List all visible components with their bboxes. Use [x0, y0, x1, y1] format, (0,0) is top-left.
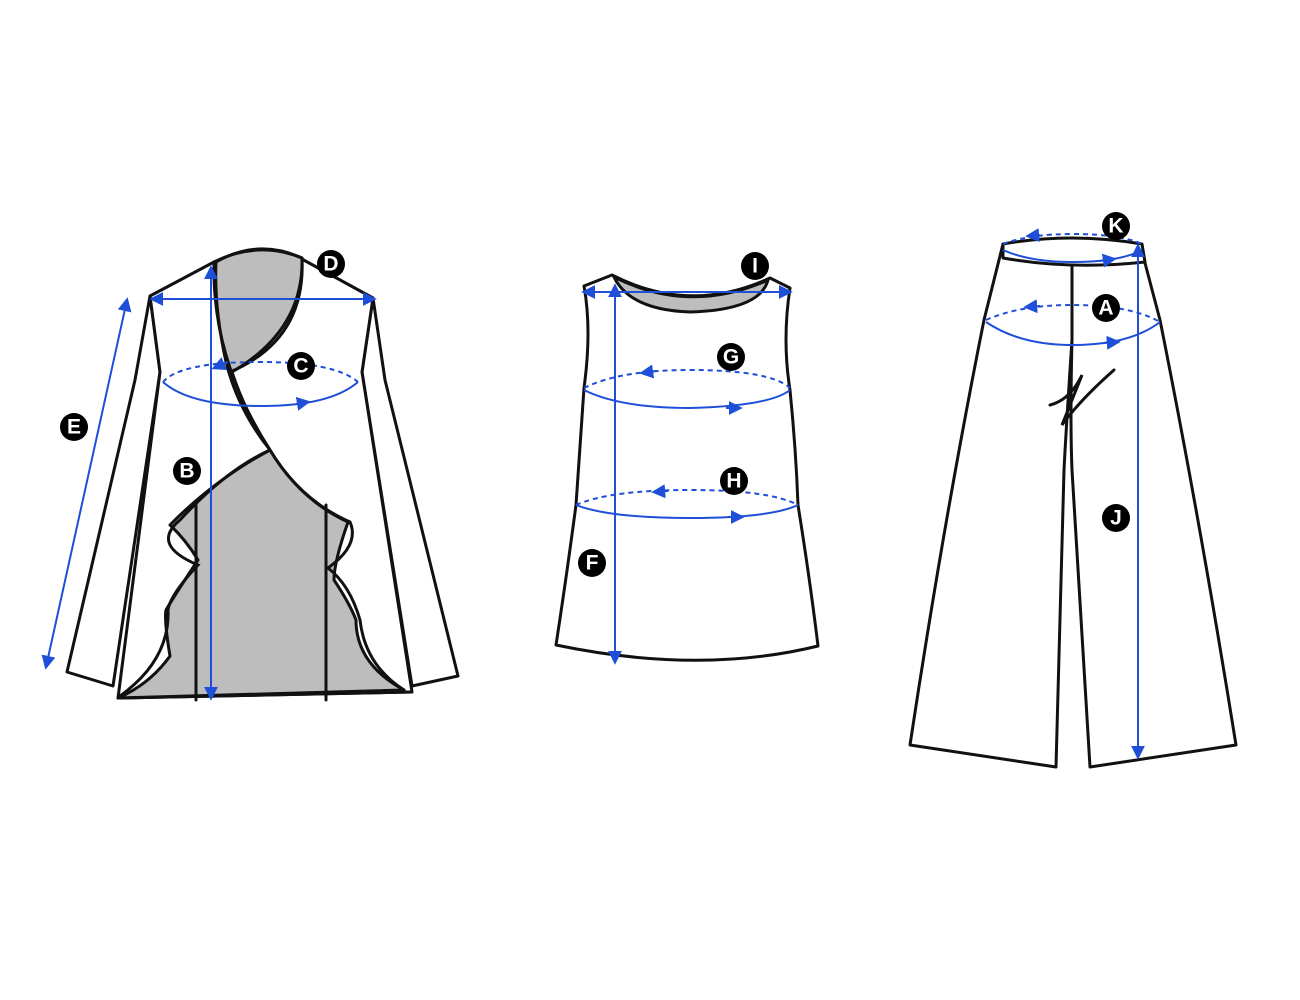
jacket-chest-front-arrowhead [295, 396, 311, 411]
top-drawing [554, 273, 820, 662]
trousers-hip-back-arrowhead [1023, 299, 1041, 314]
badge-i-label: I [752, 255, 758, 278]
top-bust-front-arc [583, 389, 791, 410]
top-bust-back-arc [583, 368, 791, 389]
trousers-hip-front-arrowhead [1103, 335, 1121, 350]
badge-d: D [317, 250, 345, 278]
badge-j: J [1102, 504, 1130, 532]
badge-e-label: E [67, 416, 81, 439]
top-bust-back-arrowhead [639, 364, 657, 379]
top-hem-back-arrowhead [651, 484, 669, 499]
trousers-fly-line [1048, 368, 1116, 426]
badge-h-label: H [726, 470, 741, 493]
badge-d-label: D [323, 253, 338, 276]
jacket-sleeve-length-arrow [41, 297, 132, 670]
jacket-chest-front-arc [162, 381, 359, 408]
top-hem-front-arc [575, 504, 799, 520]
jacket-chest-back-arrowhead [211, 357, 229, 371]
trousers-waist-back-arrowhead [1025, 228, 1041, 243]
trousers-waist-front-arc [1002, 249, 1143, 264]
top-measurements [575, 283, 799, 665]
trousers-drawing [908, 236, 1238, 769]
jacket-measurements [41, 265, 377, 701]
badge-f-label: F [586, 552, 599, 575]
trousers-left-leg [908, 242, 1074, 769]
top-body [554, 273, 820, 662]
badge-e: E [60, 413, 88, 441]
badge-f: F [578, 549, 606, 577]
badge-k: K [1102, 212, 1130, 240]
badge-c-label: C [293, 355, 308, 378]
badge-g-label: G [723, 346, 739, 369]
trousers-waist-back-arc [1002, 232, 1143, 245]
jacket-collar [212, 248, 304, 264]
badge-a: A [1092, 294, 1120, 322]
badge-k-label: K [1108, 215, 1123, 238]
trousers-measurements [985, 228, 1161, 760]
badge-i: I [741, 252, 769, 280]
jacket-drawing [65, 247, 460, 702]
badge-g: G [717, 343, 745, 371]
trousers-right-leg [1069, 242, 1238, 769]
badge-a-label: A [1098, 297, 1113, 320]
trousers-waist-front-arrowhead [1099, 253, 1117, 268]
badge-b-label: B [179, 460, 194, 483]
jacket-right-ruffle [268, 448, 406, 692]
badge-c: C [287, 352, 315, 380]
badge-h: H [720, 467, 748, 495]
badge-j-label: J [1110, 507, 1122, 530]
jacket-chest-back-arc [162, 360, 359, 383]
jacket-hem [116, 690, 414, 700]
jacket-right-lapel [228, 256, 304, 374]
top-hem-back-arc [575, 488, 799, 506]
badge-b: B [173, 457, 201, 485]
